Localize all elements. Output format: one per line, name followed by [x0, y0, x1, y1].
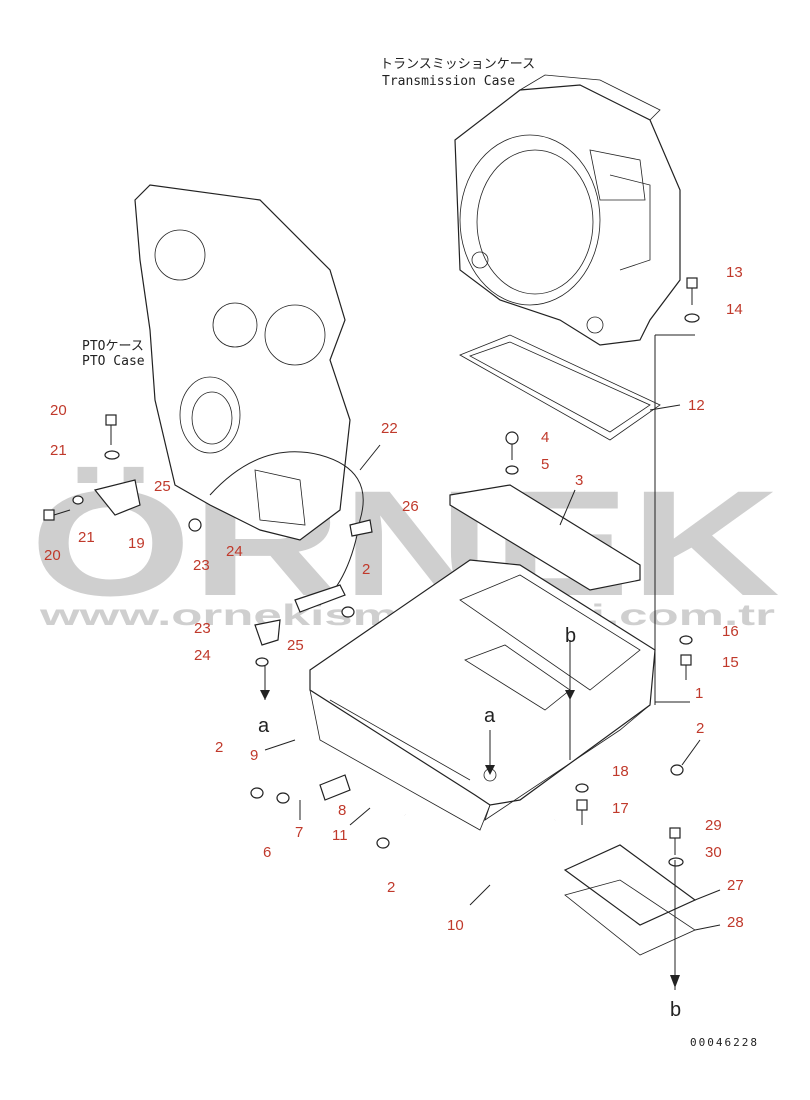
part-label-23b: 23 — [194, 620, 211, 637]
part-label-7: 7 — [295, 824, 303, 841]
part-label-13: 13 — [726, 264, 743, 281]
part-label-12: 12 — [688, 397, 705, 414]
part-label-29: 29 — [705, 817, 722, 834]
part-label-1: 1 — [695, 685, 703, 702]
part-label-25b: 25 — [287, 637, 304, 654]
part-label-30: 30 — [705, 844, 722, 861]
part-label-5: 5 — [541, 456, 549, 473]
part-label-10: 10 — [447, 917, 464, 934]
part-label-4: 4 — [541, 429, 549, 446]
part-label-27: 27 — [727, 877, 744, 894]
part-label-25a: 25 — [154, 478, 171, 495]
part-label-2a: 2 — [696, 720, 704, 737]
part-label-15: 15 — [722, 654, 739, 671]
housing-1-drawing — [309, 559, 656, 831]
part-label-23a: 23 — [193, 557, 210, 574]
hose-22 — [209, 451, 364, 606]
part-label-22: 22 — [381, 420, 398, 437]
transmission-case-label-jp: トランスミッションケース — [380, 57, 535, 72]
transmission-case-label-en: Transmission Case — [382, 74, 515, 89]
pto-case-label-jp: PTOケース — [82, 339, 144, 354]
drawing-code: 00046228 — [690, 1036, 759, 1049]
part-label-19: 19 — [128, 535, 145, 552]
part-label-26: 26 — [402, 498, 419, 515]
leader-lines — [264, 334, 721, 990]
part-label-14: 14 — [726, 301, 743, 318]
part-label-9: 9 — [250, 747, 258, 764]
part-label-28: 28 — [727, 914, 744, 931]
part-label-2c: 2 — [215, 739, 223, 756]
ref-letter-a-right: a — [484, 705, 496, 727]
part-label-3: 3 — [575, 472, 583, 489]
part-label-20b: 20 — [44, 547, 61, 564]
part-label-21a: 21 — [50, 442, 67, 459]
ref-letter-b-top: b — [565, 625, 576, 647]
gasket-12 — [459, 334, 661, 441]
part-label-18: 18 — [612, 763, 629, 780]
pto-case-drawing — [134, 184, 351, 541]
transmission-case-drawing — [454, 74, 681, 346]
ref-letter-b-bottom: b — [670, 999, 681, 1021]
pto-case-label-en: PTO Case — [82, 354, 145, 369]
part-label-8: 8 — [338, 802, 346, 819]
part-label-2d: 2 — [387, 879, 395, 896]
part-label-24b: 24 — [194, 647, 211, 664]
small-parts — [43, 277, 700, 867]
part-label-11: 11 — [332, 827, 348, 844]
cover-plate-3 — [449, 484, 641, 591]
part-label-17: 17 — [612, 800, 629, 817]
part-label-24a: 24 — [226, 543, 243, 560]
ref-letter-a-left: a — [258, 715, 270, 737]
part-label-16: 16 — [722, 623, 739, 640]
part-label-21b: 21 — [78, 529, 95, 546]
part-label-20a: 20 — [50, 402, 67, 419]
part-label-6: 6 — [263, 844, 271, 861]
part-label-2b: 2 — [362, 561, 370, 578]
